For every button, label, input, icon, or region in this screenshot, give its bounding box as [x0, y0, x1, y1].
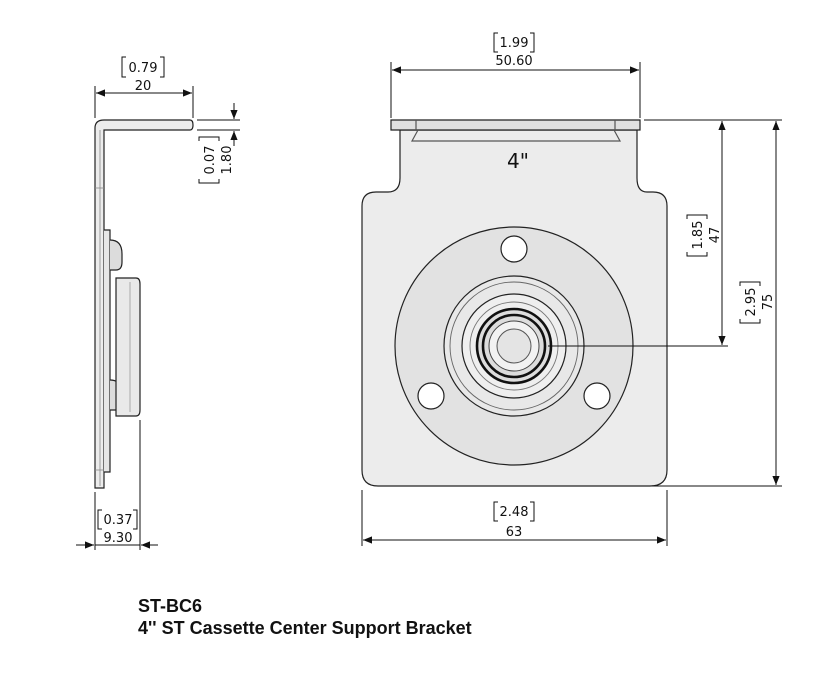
bearing-bore — [496, 328, 532, 364]
bottom-width-in: 2.48 — [500, 505, 529, 520]
side-flange — [94, 119, 194, 489]
size-label: 4" — [507, 149, 529, 173]
part-name: 4'' ST Cassette Center Support Bracket — [138, 618, 472, 638]
top-width-in: 1.99 — [500, 36, 529, 51]
side-depth-in: 0.37 — [104, 513, 133, 528]
side-bearing-boss — [115, 277, 141, 417]
center-height-in: 1.85 — [691, 221, 706, 250]
side-dimensions — [76, 86, 240, 550]
center-height-mm: 47 — [708, 227, 723, 244]
mount-hole-left — [417, 382, 445, 410]
total-height-in: 2.95 — [744, 288, 759, 317]
front-view — [361, 119, 668, 487]
side-depth-mm: 9.30 — [104, 531, 133, 546]
side-view — [94, 119, 194, 489]
mount-hole-top — [500, 235, 528, 263]
part-number: ST-BC6 — [138, 596, 203, 616]
front-flange — [390, 119, 641, 131]
side-thickness-mm: 1.80 — [220, 146, 235, 175]
side-bearing-housing — [104, 229, 111, 473]
side-width-mm: 20 — [135, 79, 152, 94]
side-thickness-in: 0.07 — [203, 146, 218, 175]
side-width-in: 0.79 — [129, 61, 158, 76]
front-dimensions — [361, 62, 782, 546]
top-width-mm: 50.60 — [495, 54, 532, 69]
mount-hole-right — [583, 382, 611, 410]
total-height-mm: 75 — [761, 294, 776, 311]
bottom-width-mm: 63 — [506, 525, 523, 540]
